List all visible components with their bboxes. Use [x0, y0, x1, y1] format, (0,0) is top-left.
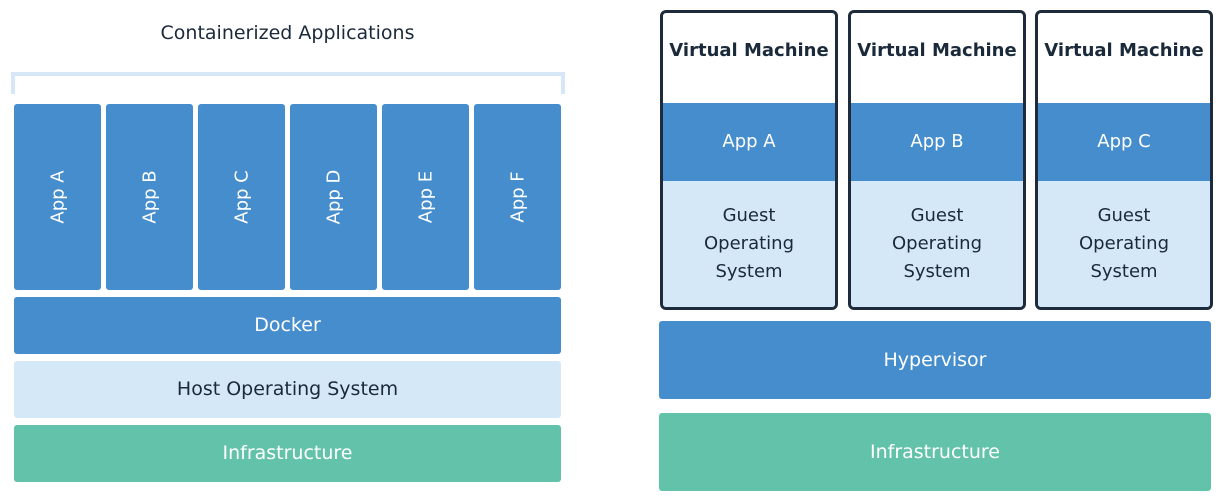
- vm-guest-os: Guest Operating System: [663, 181, 835, 307]
- container-app-label: App C: [231, 170, 252, 224]
- container-app-label: App A: [47, 170, 68, 224]
- vm-app: App C: [1038, 103, 1210, 181]
- container-app-e: App E: [382, 104, 469, 290]
- container-app-label: App E: [415, 170, 436, 224]
- vm-app: App A: [663, 103, 835, 181]
- hypervisor-layer: Hypervisor: [659, 321, 1211, 399]
- infrastructure-layer-right: Infrastructure: [659, 413, 1211, 491]
- container-app-c: App C: [198, 104, 285, 290]
- docker-layer: Docker: [14, 297, 561, 354]
- containerized-title: Containerized Applications: [160, 22, 415, 44]
- container-app-b: App B: [106, 104, 193, 290]
- container-app-a: App A: [14, 104, 101, 290]
- virtual-machine-1: Virtual Machine App A Guest Operating Sy…: [660, 10, 838, 310]
- container-app-f: App F: [474, 104, 561, 290]
- vm-title: Virtual Machine: [857, 40, 1017, 61]
- containers-bracket: [11, 72, 565, 94]
- vm-guest-os: Guest Operating System: [1038, 181, 1210, 307]
- vm-guest-os-label: Guest Operating System: [1079, 205, 1169, 282]
- vm-title: Virtual Machine: [669, 40, 829, 61]
- container-app-label: App B: [139, 170, 160, 224]
- container-app-label: App F: [507, 171, 528, 223]
- vm-app: App B: [851, 103, 1023, 181]
- vm-title: Virtual Machine: [1044, 40, 1204, 61]
- container-app-label: App D: [323, 169, 344, 225]
- virtual-machine-3: Virtual Machine App C Guest Operating Sy…: [1035, 10, 1213, 310]
- container-app-d: App D: [290, 104, 377, 290]
- vm-guest-os-label: Guest Operating System: [704, 205, 794, 282]
- virtual-machine-2: Virtual Machine App B Guest Operating Sy…: [848, 10, 1026, 310]
- infrastructure-layer-left: Infrastructure: [14, 425, 561, 482]
- vm-guest-os: Guest Operating System: [851, 181, 1023, 307]
- vm-guest-os-label: Guest Operating System: [892, 205, 982, 282]
- host-os-layer: Host Operating System: [14, 361, 561, 418]
